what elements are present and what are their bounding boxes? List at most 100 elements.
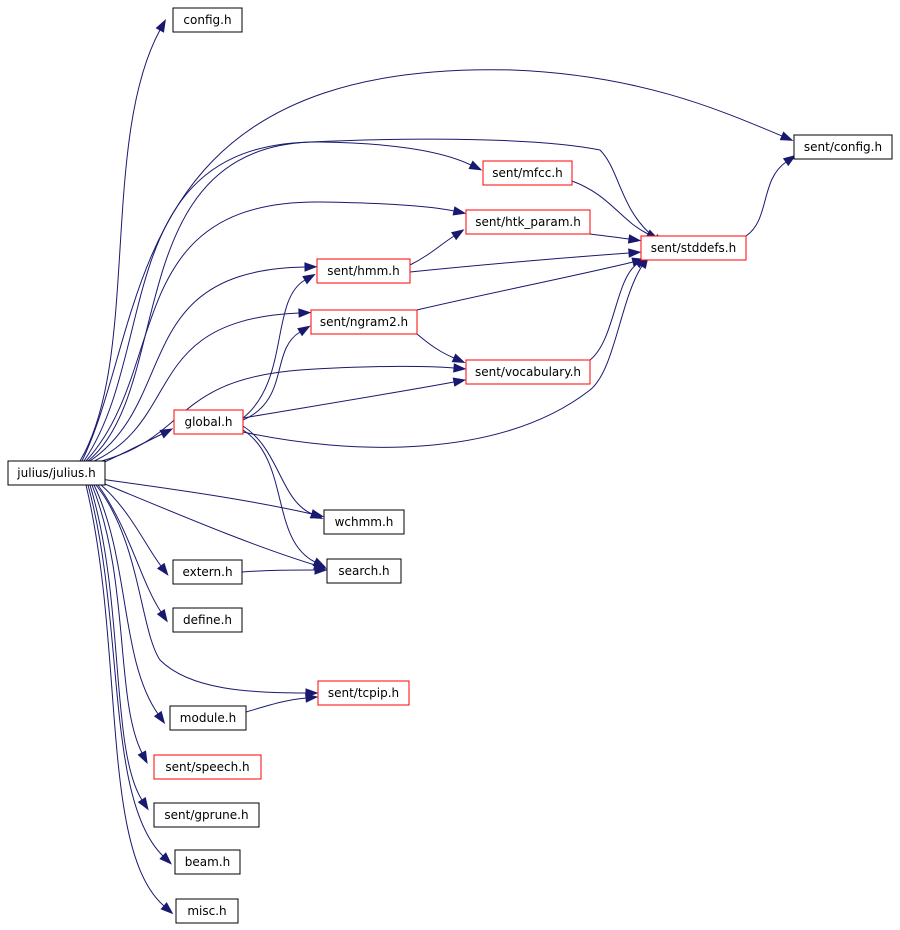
edge-line xyxy=(571,180,649,235)
node-gprune[interactable]: sent/gprune.h xyxy=(153,802,260,828)
edge-global-to-stddefs xyxy=(242,255,649,448)
arrowhead-icon xyxy=(782,154,797,167)
node-extern[interactable]: extern.h xyxy=(172,559,243,585)
arrowhead-icon xyxy=(159,428,174,439)
node-box[interactable] xyxy=(326,558,402,584)
edge-global-to-vocab xyxy=(242,377,467,419)
node-box[interactable] xyxy=(465,209,591,235)
edge-root-to-config xyxy=(79,19,166,462)
node-tcpip[interactable]: sent/tcpip.h xyxy=(317,680,410,706)
node-label: sent/config.h xyxy=(804,140,882,154)
node-ngram[interactable]: sent/ngram2.h xyxy=(310,309,418,335)
edge-root-to-define xyxy=(97,484,168,623)
node-sentconfig[interactable]: sent/config.h xyxy=(793,134,893,160)
edge-htk-to-stddefs xyxy=(589,233,642,244)
node-wchmm[interactable]: wchmm.h xyxy=(323,509,405,535)
node-box[interactable] xyxy=(793,134,893,160)
edge-line xyxy=(91,484,143,754)
node-box[interactable] xyxy=(465,359,591,385)
edge-root-to-sentconfig xyxy=(81,69,794,462)
arrowhead-icon xyxy=(156,562,169,576)
node-label: extern.h xyxy=(182,565,232,579)
edge-line xyxy=(85,484,165,907)
node-box[interactable] xyxy=(172,7,243,33)
node-box[interactable] xyxy=(323,509,405,535)
edge-root-to-mfcc xyxy=(83,141,483,462)
arrowhead-icon xyxy=(468,160,483,171)
node-config[interactable]: config.h xyxy=(172,7,243,33)
node-root[interactable]: julius/julius.h xyxy=(7,460,106,486)
node-misc[interactable]: misc.h xyxy=(175,898,239,924)
arrowhead-icon xyxy=(451,229,465,241)
node-module[interactable]: module.h xyxy=(169,705,247,731)
node-label: sent/stddefs.h xyxy=(651,241,736,255)
edge-line xyxy=(89,266,306,462)
arrowhead-icon xyxy=(314,565,328,575)
edge-line xyxy=(745,161,787,237)
node-define[interactable]: define.h xyxy=(172,607,243,633)
edge-line xyxy=(416,261,634,311)
edge-line xyxy=(99,483,162,567)
arrowhead-icon xyxy=(451,353,466,363)
arrowhead-icon xyxy=(298,308,312,318)
arrowhead-icon xyxy=(453,363,467,373)
node-beam[interactable]: beam.h xyxy=(174,849,241,875)
node-box[interactable] xyxy=(482,160,573,186)
node-box[interactable] xyxy=(317,680,410,706)
edge-global-to-wchmm xyxy=(242,425,324,519)
edge-line xyxy=(99,478,313,515)
edge-root-to-beam xyxy=(87,484,172,865)
node-global[interactable]: global.h xyxy=(173,409,244,435)
edge-root-to-ngram xyxy=(91,308,312,463)
edge-line xyxy=(242,265,643,448)
node-box[interactable] xyxy=(175,898,239,924)
node-box[interactable] xyxy=(173,409,244,435)
node-vocab[interactable]: sent/vocabulary.h xyxy=(465,359,591,385)
node-label: define.h xyxy=(183,613,232,627)
node-mfcc[interactable]: sent/mfcc.h xyxy=(482,160,573,186)
arrowhead-icon xyxy=(155,19,166,33)
node-box[interactable] xyxy=(316,258,411,284)
edge-global-to-hmm xyxy=(242,273,316,419)
edge-line xyxy=(242,429,316,563)
node-hmm[interactable]: sent/hmm.h xyxy=(316,258,411,284)
edge-root-to-wchmm xyxy=(99,478,325,519)
arrowhead-icon xyxy=(137,797,149,811)
edge-line xyxy=(97,484,162,613)
arrowhead-icon xyxy=(779,131,794,141)
edge-line xyxy=(242,331,301,421)
node-box[interactable] xyxy=(169,705,247,731)
node-box[interactable] xyxy=(310,309,418,335)
edge-global-to-ngram xyxy=(242,325,311,421)
arrowhead-icon xyxy=(160,902,174,915)
edge-line xyxy=(95,484,307,694)
node-label: sent/htk_param.h xyxy=(475,215,581,229)
node-speech[interactable]: sent/speech.h xyxy=(153,754,262,780)
edge-line xyxy=(87,484,164,857)
arrowhead-icon xyxy=(628,248,642,258)
node-box[interactable] xyxy=(174,849,241,875)
arrowhead-icon xyxy=(156,608,168,623)
node-box[interactable] xyxy=(153,802,260,828)
node-box[interactable] xyxy=(7,460,106,486)
edge-line xyxy=(589,263,638,361)
node-stddefs[interactable]: sent/stddefs.h xyxy=(640,235,747,261)
node-label: module.h xyxy=(180,711,236,725)
node-label: sent/mfcc.h xyxy=(492,166,563,180)
edge-stddefs-to-sentconfig xyxy=(745,154,797,237)
node-box[interactable] xyxy=(640,235,747,261)
edge-root-to-gprune xyxy=(89,484,149,811)
node-search[interactable]: search.h xyxy=(326,558,402,584)
node-box[interactable] xyxy=(172,559,243,585)
arrowhead-icon xyxy=(153,710,166,725)
node-box[interactable] xyxy=(172,607,243,633)
node-label: sent/tcpip.h xyxy=(328,686,399,700)
node-htk[interactable]: sent/htk_param.h xyxy=(465,209,591,235)
node-label: sent/ngram2.h xyxy=(320,315,408,329)
edge-line xyxy=(81,69,783,462)
arrowhead-icon xyxy=(452,206,467,216)
edge-line xyxy=(242,279,306,419)
node-box[interactable] xyxy=(153,754,262,780)
arrowhead-icon xyxy=(312,557,327,568)
edge-line xyxy=(93,484,159,715)
